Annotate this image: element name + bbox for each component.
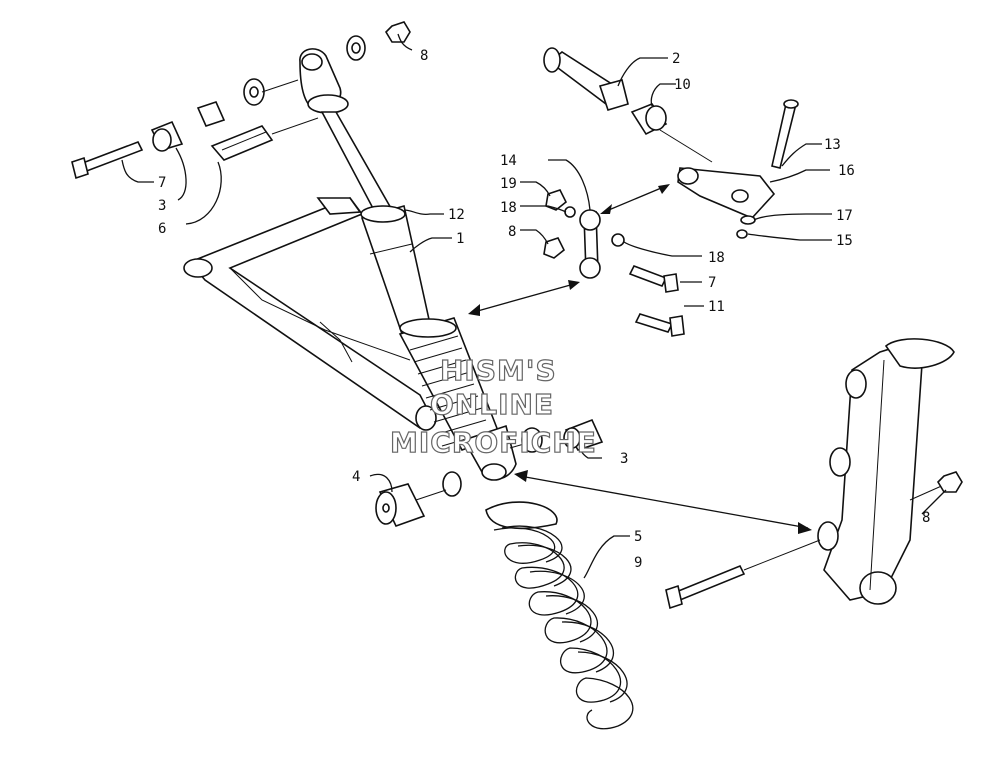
shock-absorber xyxy=(299,48,517,481)
callout-18-right: 18 xyxy=(708,250,725,266)
callout-8-top: 8 xyxy=(420,48,428,64)
callout-7-right: 7 xyxy=(708,275,716,291)
link-rod xyxy=(543,189,685,337)
callout-5: 5 xyxy=(634,529,642,545)
bolt-9 xyxy=(665,539,821,610)
upper-cylinder xyxy=(543,47,713,163)
assembly-arrows xyxy=(468,184,812,534)
callout-17: 17 xyxy=(836,208,853,224)
callout-8-mid: 8 xyxy=(508,224,516,240)
coil-spring xyxy=(485,501,634,730)
callout-2: 2 xyxy=(672,51,680,67)
spindle-bracket xyxy=(817,338,963,605)
callout-labels: 8 2 10 13 16 14 19 18 8 17 15 18 7 11 12… xyxy=(158,48,930,571)
watermark-line-2: ONLINE xyxy=(430,388,554,421)
watermark-line-3: MICROFICHE xyxy=(390,426,597,459)
callout-8-right: 8 xyxy=(922,510,930,526)
watermark-line-1: HISM'S xyxy=(440,354,557,387)
top-hardware xyxy=(71,21,411,180)
lower-hardware xyxy=(375,418,604,527)
callout-7-left: 7 xyxy=(158,175,166,191)
watermark: HISM'S ONLINE MICROFICHE xyxy=(389,353,597,459)
callout-16: 16 xyxy=(838,163,855,179)
leader-lines xyxy=(121,33,947,579)
a-arm-frame xyxy=(183,197,437,431)
callout-3-left: 3 xyxy=(158,198,166,214)
callout-14: 14 xyxy=(500,153,517,169)
callout-18-left: 18 xyxy=(500,200,517,216)
callout-12: 12 xyxy=(448,207,465,223)
callout-1: 1 xyxy=(456,231,464,247)
callout-11: 11 xyxy=(708,299,725,315)
callout-3-right: 3 xyxy=(620,451,628,467)
callout-19: 19 xyxy=(500,176,517,192)
callout-9: 9 xyxy=(634,555,642,571)
callout-4: 4 xyxy=(352,469,360,485)
clevis-bracket xyxy=(677,99,799,239)
callout-6: 6 xyxy=(158,221,166,237)
callout-15: 15 xyxy=(836,233,853,249)
callout-10: 10 xyxy=(674,77,691,93)
callout-13: 13 xyxy=(824,137,841,153)
